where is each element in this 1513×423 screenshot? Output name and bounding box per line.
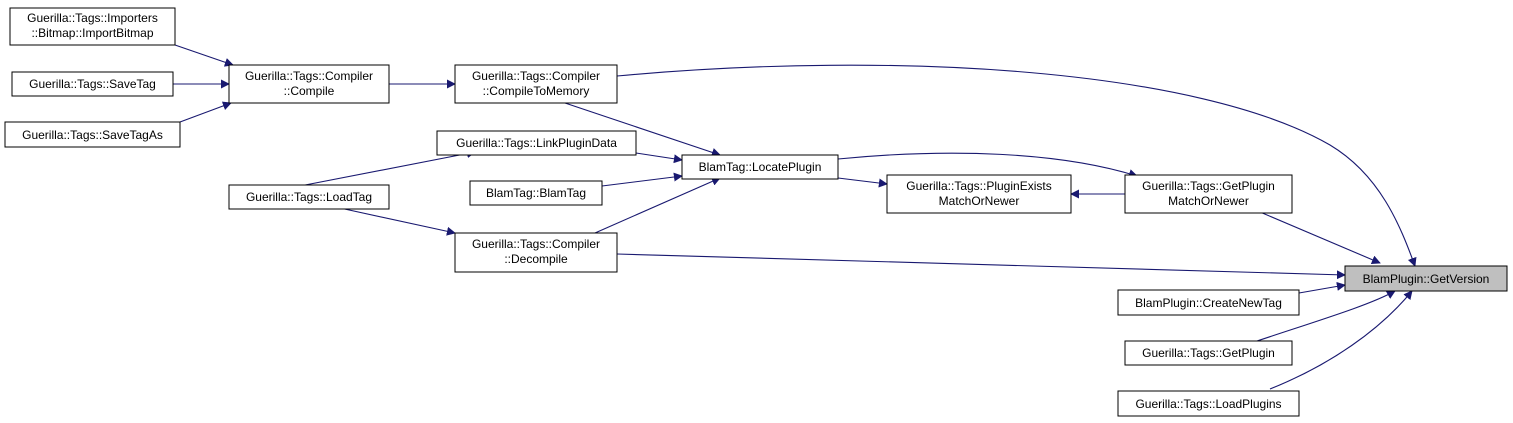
node-label-line: Guerilla::Tags::Compiler (245, 69, 373, 83)
edge-compiletomemory-to-locateplugin (564, 102, 721, 157)
node-blamtag-constructor[interactable]: BlamTag::BlamTag (469, 180, 603, 206)
edge-compiletomemory-to-getversion (616, 64, 1417, 267)
edge-loadplugins-to-getversion (1269, 290, 1413, 390)
node-load-tag[interactable]: Guerilla::Tags::LoadTag (228, 184, 390, 210)
node-label-line: BlamTag::BlamTag (486, 186, 586, 200)
edge-loadtag-to-decompile (339, 207, 456, 236)
node-label-line: Guerilla::Tags::LoadPlugins (1135, 397, 1281, 411)
edge-getplugin-to-getversion (1256, 290, 1396, 342)
node-load-plugins[interactable]: Guerilla::Tags::LoadPlugins (1117, 390, 1300, 417)
node-compile-to-memory[interactable]: Guerilla::Tags::Compiler ::CompileToMemo… (454, 64, 618, 104)
edges (173, 44, 1417, 390)
node-label-line: ::Decompile (504, 252, 568, 266)
edge-getpluginmatch-to-getversion (1259, 211, 1381, 264)
node-label-line: Guerilla::Tags::PluginExists (906, 179, 1051, 193)
node-label-line: Guerilla::Tags::Compiler (472, 237, 600, 251)
node-label-line: MatchOrNewer (1168, 194, 1249, 208)
node-label-line: ::Compile (284, 84, 335, 98)
edge-locateplugin-to-pluginexists (837, 177, 888, 188)
node-label-line: Guerilla::Tags::SaveTag (29, 77, 156, 91)
node-label-line: BlamPlugin::GetVersion (1363, 272, 1490, 286)
edge-savetagas-to-compile (179, 101, 232, 123)
node-label-line: Guerilla::Tags::SaveTagAs (22, 128, 163, 142)
edge-importbitmap-to-compile (174, 44, 234, 67)
node-get-version[interactable]: BlamPlugin::GetVersion (1344, 265, 1508, 292)
node-get-plugin-match-or-newer[interactable]: Guerilla::Tags::GetPlugin MatchOrNewer (1124, 174, 1293, 214)
node-label-line: Guerilla::Tags::GetPlugin (1142, 346, 1275, 360)
edge-decompile-to-locateplugin (594, 177, 721, 234)
node-label-line: Guerilla::Tags::GetPlugin (1142, 179, 1275, 193)
edge-decompile-to-getversion (616, 253, 1346, 280)
edge-loadtag-to-linkplugindata (299, 149, 476, 187)
node-label-line: Guerilla::Tags::LinkPluginData (456, 136, 617, 150)
node-label-line: ::Bitmap::ImportBitmap (31, 26, 153, 40)
node-plugin-exists[interactable]: Guerilla::Tags::PluginExists MatchOrNewe… (886, 174, 1072, 214)
node-compiler-decompile[interactable]: Guerilla::Tags::Compiler ::Decompile (454, 232, 618, 273)
edge-createnewtag-to-getversion (1298, 281, 1346, 294)
node-label-line: BlamTag::LocatePlugin (699, 160, 822, 174)
node-link-plugin-data[interactable]: Guerilla::Tags::LinkPluginData (436, 130, 637, 156)
node-save-tag-as[interactable]: Guerilla::Tags::SaveTagAs (4, 121, 181, 148)
node-import-bitmap[interactable]: Guerilla::Tags::Importers ::Bitmap::Impo… (9, 7, 176, 46)
node-compiler-compile[interactable]: Guerilla::Tags::Compiler ::Compile (228, 64, 390, 104)
node-label-line: MatchOrNewer (939, 194, 1020, 208)
node-create-new-tag[interactable]: BlamPlugin::CreateNewTag (1117, 289, 1300, 316)
edge-linkplugindata-to-locateplugin (635, 152, 683, 164)
node-label-line: Guerilla::Tags::LoadTag (246, 190, 372, 204)
node-label-line: Guerilla::Tags::Importers (27, 11, 158, 25)
edge-blamtagctor-to-locateplugin (601, 172, 683, 187)
edge-locateplugin-to-getpluginmatch (837, 152, 1138, 178)
node-save-tag[interactable]: Guerilla::Tags::SaveTag (11, 71, 174, 97)
node-locate-plugin[interactable]: BlamTag::LocatePlugin (681, 154, 839, 180)
node-label-line: ::CompileToMemory (483, 84, 590, 98)
node-label-line: BlamPlugin::CreateNewTag (1135, 296, 1282, 310)
node-label-line: Guerilla::Tags::Compiler (472, 69, 600, 83)
node-get-plugin[interactable]: Guerilla::Tags::GetPlugin (1124, 340, 1293, 366)
